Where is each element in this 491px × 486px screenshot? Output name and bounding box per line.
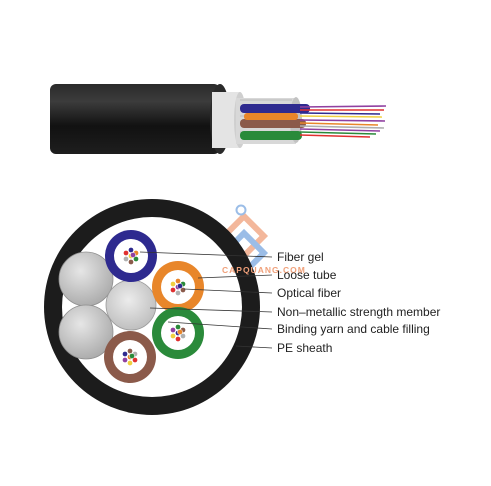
cable-cross-section: [44, 199, 260, 415]
optical-fiber: [123, 250, 129, 256]
optical-fiber: [128, 247, 134, 253]
optical-fiber: [175, 278, 181, 284]
cable-side-view: [50, 84, 387, 154]
optical-fiber: [175, 290, 181, 296]
optical-fiber: [132, 357, 138, 363]
optical-fiber: [129, 353, 135, 359]
filler-rod: [58, 251, 114, 307]
optical-fiber: [128, 259, 134, 265]
optical-fiber: [123, 256, 129, 262]
optical-fiber: [122, 351, 128, 357]
label-pe-sheath: PE sheath: [277, 341, 332, 355]
label-fiber-gel: Fiber gel: [277, 250, 324, 264]
optical-fiber: [170, 287, 176, 293]
watermark-text: CAPQUANG.COM: [222, 265, 306, 275]
label-strength-member: Non–metallic strength member: [277, 305, 440, 319]
optical-fiber: [170, 333, 176, 339]
optical-fiber: [177, 329, 183, 335]
optical-fiber: [122, 357, 128, 363]
leader-lines: [139, 251, 273, 349]
label-binding-yarn: Binding yarn and cable filling: [277, 322, 430, 336]
optical-fiber: [130, 252, 136, 258]
optical-fiber: [177, 283, 183, 289]
optical-fiber: [180, 333, 186, 339]
optical-fiber: [175, 336, 181, 342]
central-strength-member: [105, 279, 157, 331]
optical-fiber: [133, 256, 139, 262]
optical-fiber: [127, 348, 133, 354]
optical-fiber: [175, 324, 181, 330]
label-loose-tube: Loose tube: [277, 268, 337, 282]
filler-rod: [58, 304, 114, 360]
optical-fiber: [127, 360, 133, 366]
optical-fiber: [170, 281, 176, 287]
label-optical-fiber: Optical fiber: [277, 286, 341, 300]
optical-fiber: [170, 327, 176, 333]
